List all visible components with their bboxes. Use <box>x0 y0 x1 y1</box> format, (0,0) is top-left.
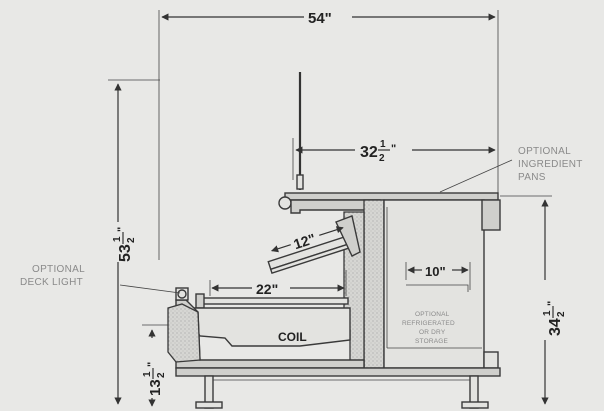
ingredient-pans-line3: PANS <box>518 172 546 183</box>
ingredient-pans-line1: OPTIONAL <box>518 146 571 157</box>
deck-light-line1: OPTIONAL <box>32 264 85 275</box>
storage-line3: OR DRY <box>419 329 446 336</box>
shelf-12-dimension: 12" <box>271 226 344 252</box>
height-34-whole: 34 <box>547 318 564 336</box>
width-54-label: 54" <box>308 10 332 27</box>
deck-22-dimension: 22" <box>209 270 347 297</box>
depth-32-whole: 32 <box>360 144 378 161</box>
height-13-unit: " <box>146 362 158 367</box>
deck-light-line2: DECK LIGHT <box>20 277 83 288</box>
depth-32-unit: " <box>391 143 396 155</box>
height-53-whole: 53 <box>117 244 134 262</box>
height-53-unit: " <box>116 227 128 232</box>
storage-10-label: 10" <box>425 264 446 279</box>
overall-height-dimension: 53 1 2 " <box>108 79 160 405</box>
depth-32-den: 2 <box>379 153 385 164</box>
storage-note: OPTIONAL REFRIGERATED OR DRY STORAGE <box>402 311 455 345</box>
storage-line4: STORAGE <box>415 338 449 345</box>
storage-line1: OPTIONAL <box>415 311 450 318</box>
deck-light-note: OPTIONAL DECK LIGHT <box>20 264 181 294</box>
counter-height-dimension: 34 1 2 " <box>500 195 567 405</box>
height-34-den: 2 <box>556 311 567 317</box>
storage-line2: REFRIGERATED <box>402 320 455 327</box>
height-34-unit: " <box>546 301 558 306</box>
height-53-num: 1 <box>112 236 123 242</box>
depth-32-num: 1 <box>380 139 386 150</box>
height-13-whole: 13 <box>147 379 164 396</box>
deck-22-label: 22" <box>256 281 278 297</box>
shelf-depth-dimension: 32 1 2 " <box>292 138 496 180</box>
height-53-den: 2 <box>126 237 137 243</box>
overall-width-dimension: 54" <box>158 10 499 260</box>
height-13-num: 1 <box>142 371 153 377</box>
case-structure <box>167 72 501 409</box>
base-height-dimension: 13 1 2 " <box>142 324 170 407</box>
storage-10-dimension: 10" <box>405 262 471 292</box>
height-34-num: 1 <box>542 310 553 316</box>
height-13-den: 2 <box>156 372 167 378</box>
ingredient-pans-note: OPTIONAL INGREDIENT PANS <box>439 146 583 193</box>
ingredient-pans-line2: INGREDIENT <box>518 159 583 170</box>
shelf-12-label: 12" <box>291 230 317 252</box>
coil-label: COIL <box>278 330 307 344</box>
